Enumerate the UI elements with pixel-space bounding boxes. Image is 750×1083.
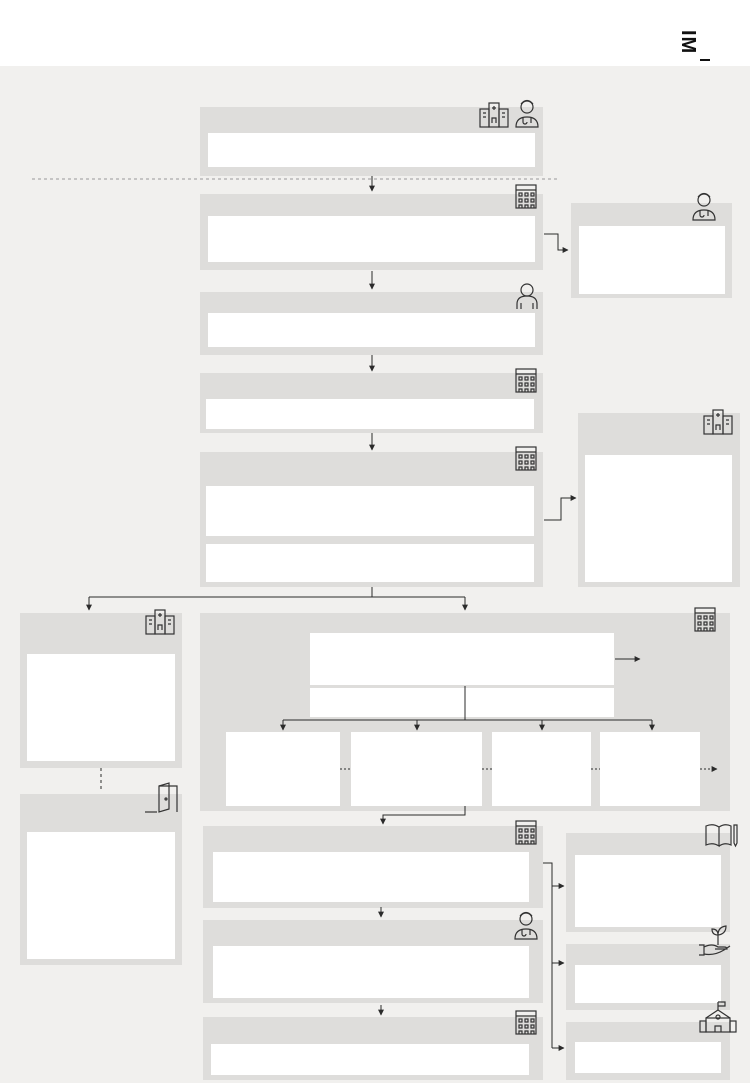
door-exit-icon xyxy=(145,780,181,814)
doctor-icon xyxy=(691,191,717,221)
hospital-icon xyxy=(702,408,734,436)
big-panel-content-b xyxy=(310,688,614,717)
lower-2-box xyxy=(203,920,543,1003)
stage-1-box xyxy=(200,107,543,176)
stage-5-content-a xyxy=(206,486,534,536)
building-icon xyxy=(692,605,718,633)
building-icon xyxy=(513,444,539,472)
left-top-box xyxy=(20,613,182,768)
stage-3-box xyxy=(200,292,543,355)
stage-5-content-b xyxy=(206,544,534,582)
left-bottom-box xyxy=(20,794,182,965)
left-bottom-content xyxy=(27,832,175,959)
doctor-icon xyxy=(514,98,540,128)
stage-1-content xyxy=(208,133,535,167)
stage-2-box xyxy=(200,194,543,270)
school-icon xyxy=(698,1000,738,1034)
stage-4-content xyxy=(206,399,534,429)
book-pen-icon xyxy=(704,822,738,848)
brand-underline xyxy=(700,59,710,61)
building-icon xyxy=(513,1008,539,1036)
option-1-box xyxy=(226,732,340,806)
lower-2-content xyxy=(213,946,529,998)
building-icon xyxy=(513,182,539,210)
right-1-box xyxy=(566,833,730,932)
person-icon xyxy=(515,282,539,310)
option-4-box xyxy=(600,732,700,806)
right-1-content xyxy=(575,855,721,927)
left-top-content xyxy=(27,654,175,761)
building-icon xyxy=(513,818,539,846)
stage-2-content xyxy=(208,216,535,262)
side-hospital-box xyxy=(578,413,740,587)
lower-3-content xyxy=(211,1044,529,1075)
side-doctor-content xyxy=(579,226,725,294)
lower-3-box xyxy=(203,1017,543,1080)
doctor-icon xyxy=(513,910,539,940)
stage-4-box xyxy=(200,373,543,433)
stage-5-box xyxy=(200,452,543,587)
lower-1-box xyxy=(203,826,543,908)
hand-plant-icon xyxy=(697,923,733,957)
hospital-icon xyxy=(144,608,176,636)
big-panel-content-a xyxy=(310,633,614,685)
building-icon xyxy=(513,366,539,394)
hospital-icon xyxy=(478,101,510,129)
right-2-content xyxy=(575,965,721,1003)
side-hospital-content xyxy=(585,455,732,582)
stage-3-content xyxy=(208,313,535,347)
option-2-box xyxy=(351,732,482,806)
right-3-content xyxy=(575,1042,721,1073)
lower-1-content xyxy=(213,852,529,902)
side-doctor-box xyxy=(571,203,732,298)
option-3-box xyxy=(492,732,591,806)
